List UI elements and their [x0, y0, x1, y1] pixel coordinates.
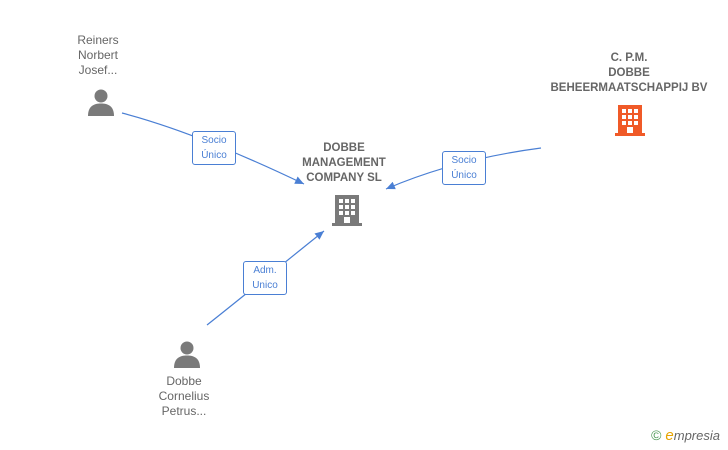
person-icon[interactable] — [86, 88, 116, 118]
edge-label-cpm-socio-unico[interactable]: Socio Único — [442, 151, 486, 185]
edge-label-dobbe-adm-unico[interactable]: Adm. Unico — [243, 261, 287, 295]
building-icon-highlighted[interactable] — [614, 103, 646, 137]
edge-label-reiners-socio-unico[interactable]: Socio Único — [192, 131, 236, 165]
node-label-cpm-dobbe[interactable]: C. P.M. DOBBE BEHEERMAATSCHAPPIJ BV — [550, 52, 708, 94]
copyright-icon: © — [651, 427, 662, 443]
node-label-reiners[interactable]: Reiners Norbert Josef... — [77, 33, 119, 77]
brand-name: mpresia — [673, 428, 720, 443]
brand-initial: e — [665, 427, 674, 444]
building-icon[interactable] — [331, 193, 363, 227]
node-label-dobbe-management[interactable]: DOBBE MANAGEMENT COMPANY SL — [302, 142, 386, 184]
person-icon[interactable] — [172, 340, 202, 370]
node-label-dobbe-person[interactable]: Dobbe Cornelius Petrus... — [158, 374, 210, 418]
empresia-watermark: ©empresia — [651, 427, 720, 444]
